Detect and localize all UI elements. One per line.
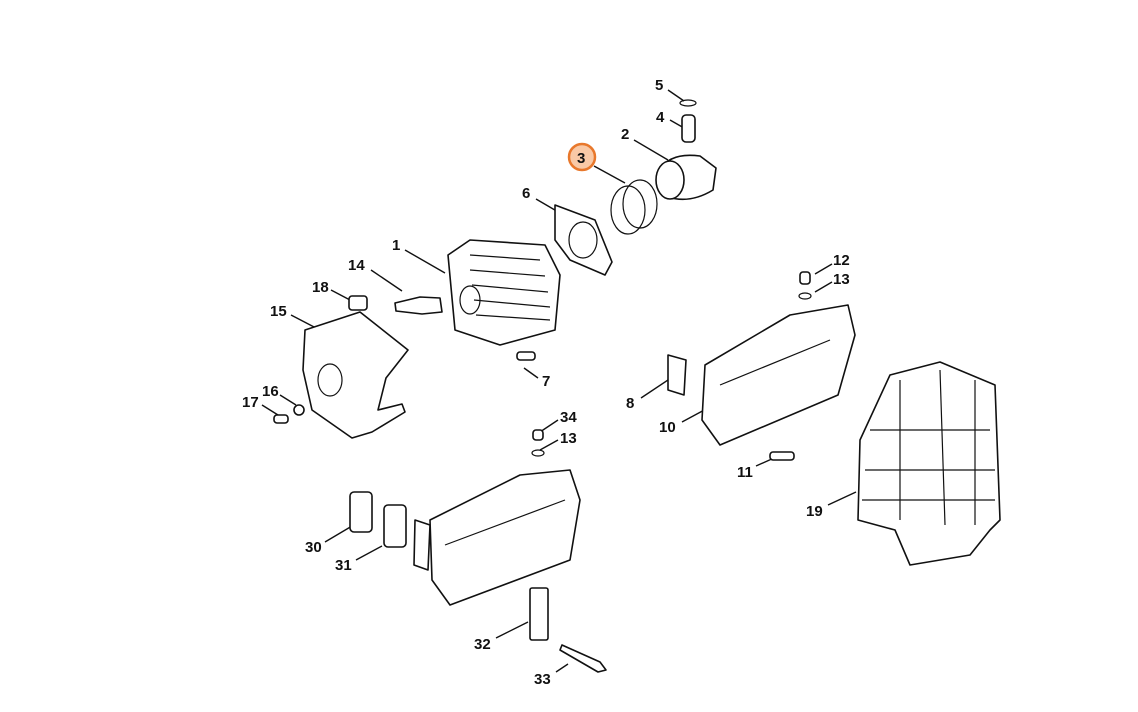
label-part-8[interactable]: 8 — [626, 395, 634, 412]
cylinder-gasket — [554, 204, 613, 276]
label-part-1[interactable]: 1 — [392, 237, 400, 254]
label-part-13-lower[interactable]: 13 — [560, 430, 577, 447]
label-part-32[interactable]: 32 — [474, 636, 491, 653]
label-part-34[interactable]: 34 — [560, 409, 577, 426]
shroud — [273, 311, 409, 439]
cylinder — [447, 239, 561, 361]
label-part-12[interactable]: 12 — [833, 252, 850, 269]
label-part-31[interactable]: 31 — [335, 557, 352, 574]
label-part-16[interactable]: 16 — [262, 383, 279, 400]
muffler-lower — [349, 429, 607, 673]
label-part-19[interactable]: 19 — [806, 503, 823, 520]
leader-lines — [261, 89, 857, 673]
label-part-5[interactable]: 5 — [655, 77, 663, 94]
label-part-15[interactable]: 15 — [270, 303, 287, 320]
label-part-10[interactable]: 10 — [659, 419, 676, 436]
label-part-18[interactable]: 18 — [312, 279, 329, 296]
label-part-13[interactable]: 13 — [833, 271, 850, 288]
label-part-2[interactable]: 2 — [621, 126, 629, 143]
piston-assembly — [610, 99, 717, 235]
label-part-33[interactable]: 33 — [534, 671, 551, 688]
spark-arrestor-screen — [857, 361, 1001, 566]
part-labels: 5 4 2 3 6 1 14 18 15 16 17 7 12 13 8 10 … — [242, 77, 850, 688]
label-part-3[interactable]: 3 — [577, 150, 585, 167]
label-part-4[interactable]: 4 — [656, 109, 665, 126]
label-part-11[interactable]: 11 — [737, 464, 753, 481]
label-part-7[interactable]: 7 — [542, 373, 550, 390]
label-part-17[interactable]: 17 — [242, 394, 259, 411]
spark-plug — [348, 295, 443, 315]
muffler-upper — [667, 271, 856, 461]
label-part-6[interactable]: 6 — [522, 185, 530, 202]
highlight-marker — [567, 142, 597, 172]
label-part-30[interactable]: 30 — [305, 539, 322, 556]
label-part-14[interactable]: 14 — [348, 257, 365, 274]
